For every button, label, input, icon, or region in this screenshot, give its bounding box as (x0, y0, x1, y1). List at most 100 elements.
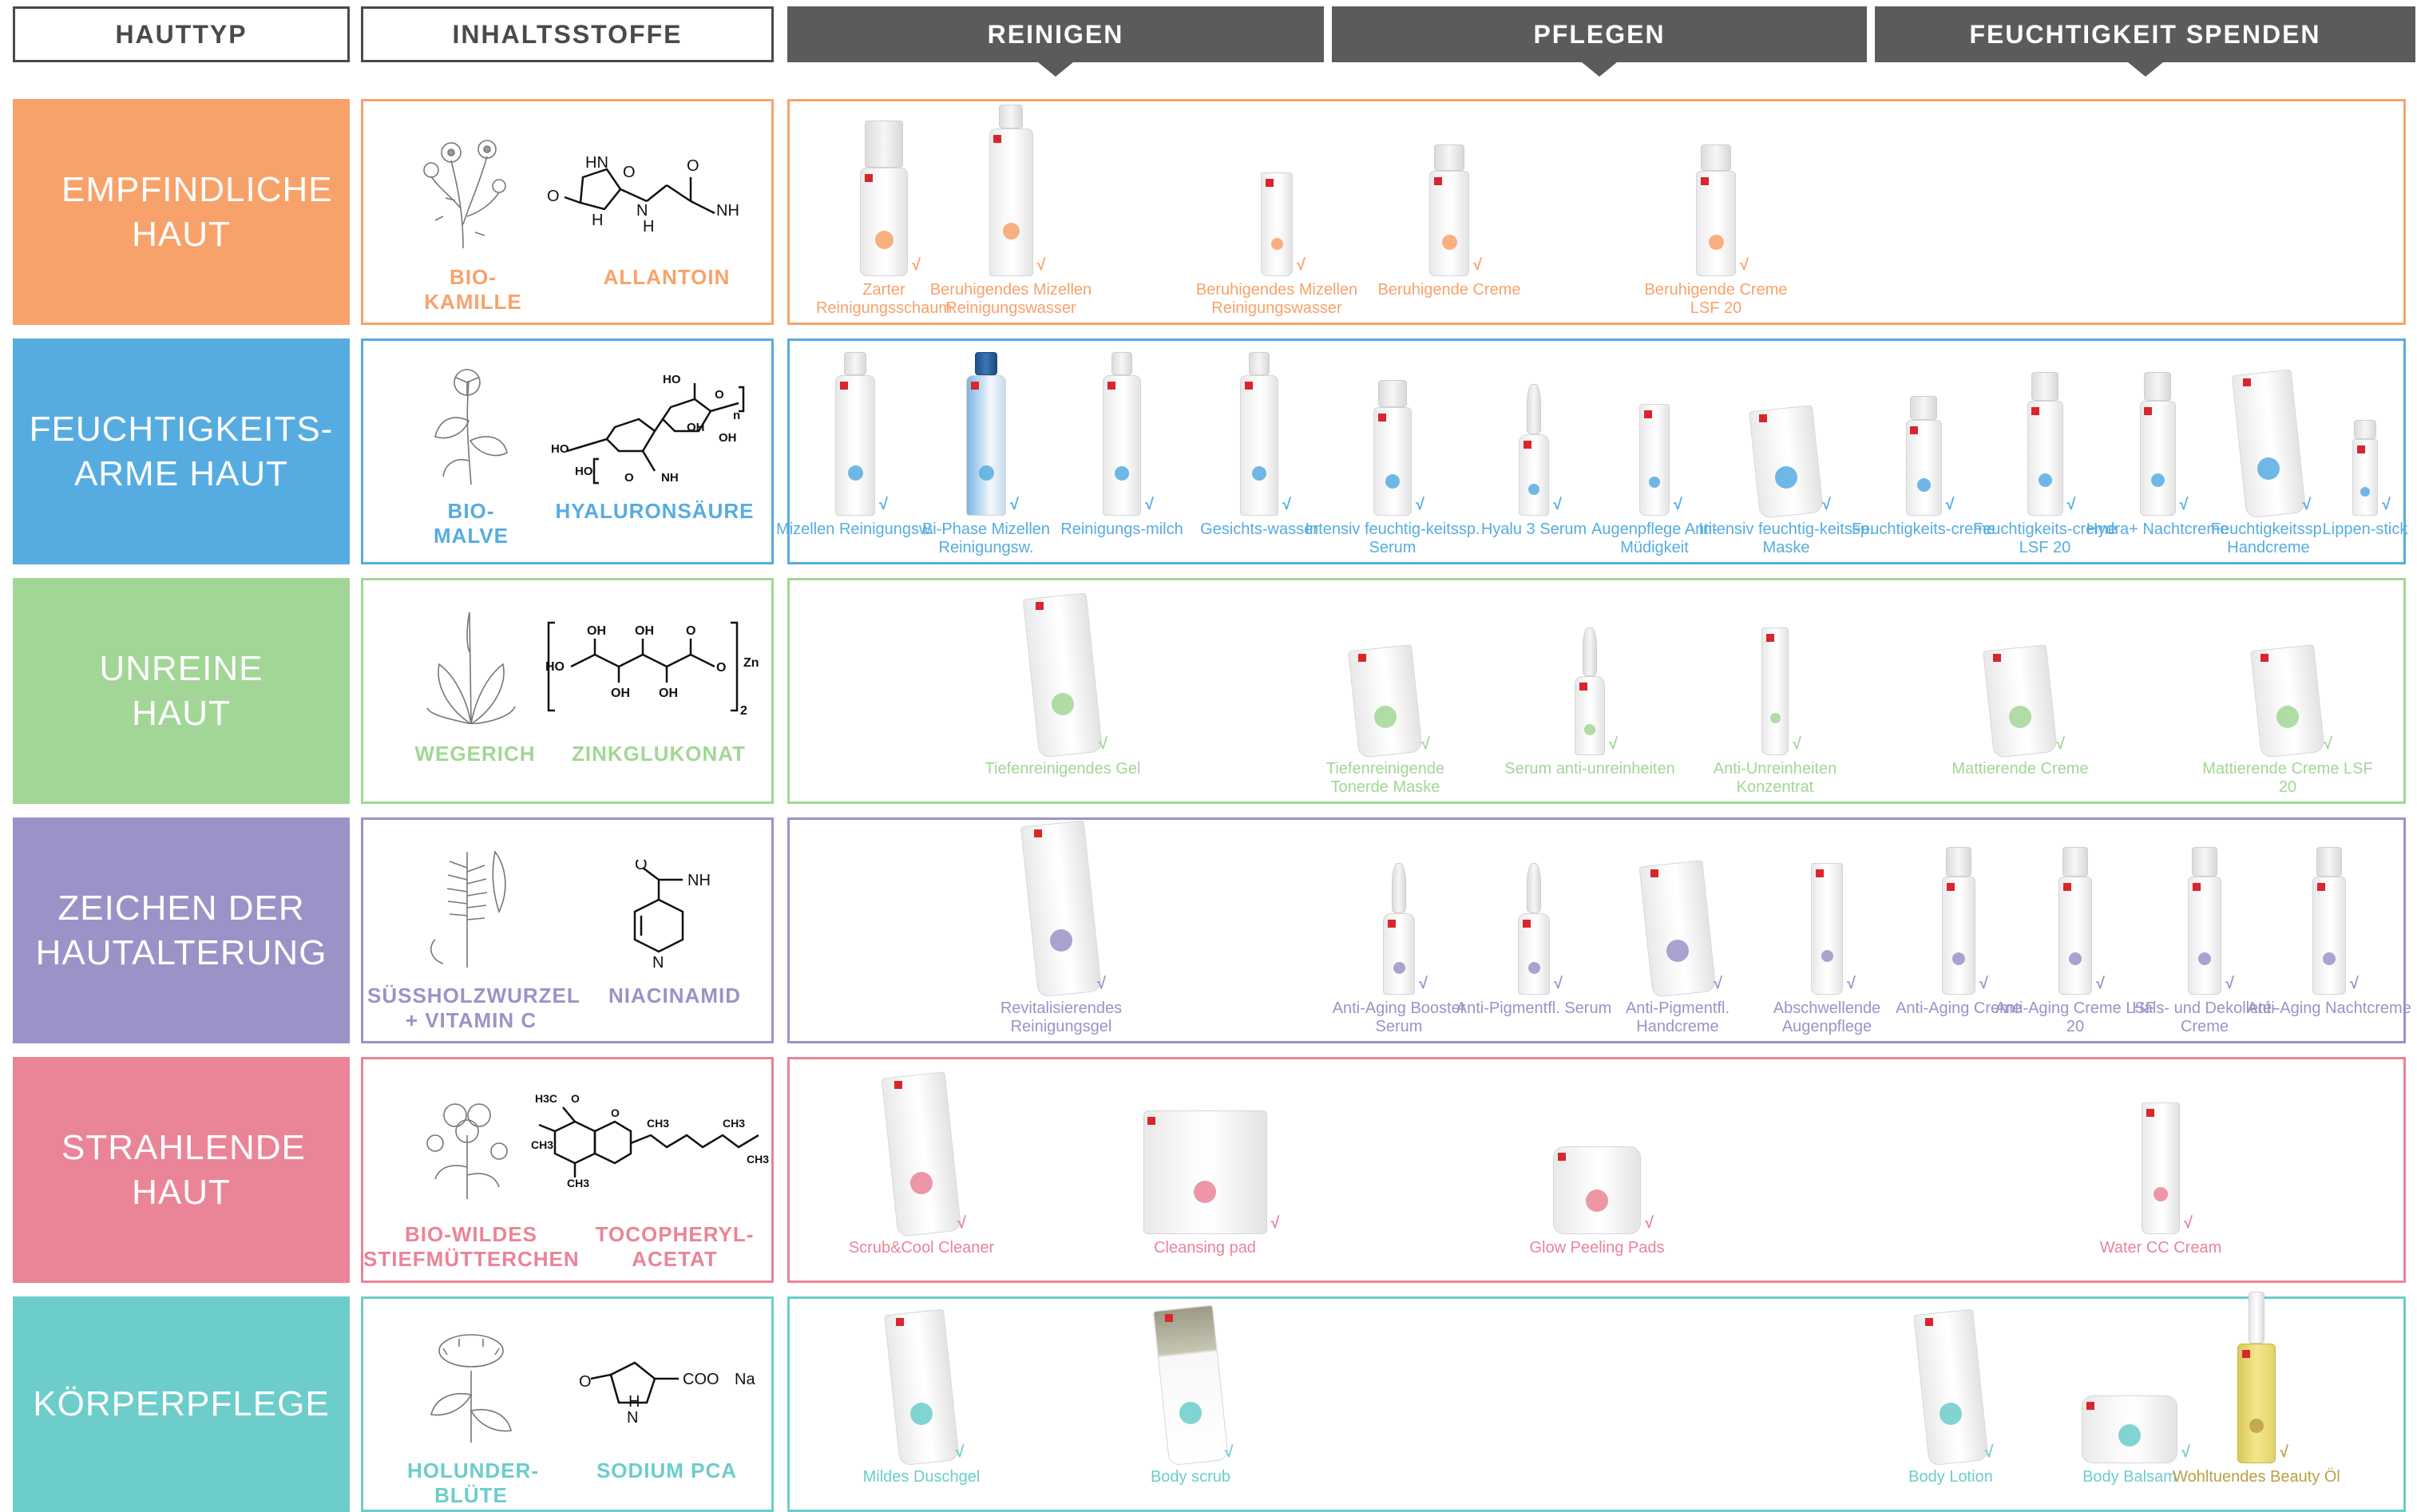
product-item[interactable]: √Hals- und Dekolleté-Creme (2117, 820, 2292, 1041)
vegan-leaf-icon: √ (1645, 1214, 1654, 1232)
product-item[interactable]: √Scrub&Cool Cleaner (834, 1059, 1009, 1280)
product-item[interactable]: √Water CC Cream (2073, 1059, 2249, 1280)
product-cap-shape (1392, 863, 1406, 913)
vegan-leaf-icon: √ (1945, 496, 1955, 513)
svg-text:N: N (652, 954, 664, 972)
product-item[interactable]: √ Gesichts-wasser (1171, 341, 1347, 562)
product-item[interactable]: √Hyalu 3 Serum (1446, 341, 1622, 562)
product-item[interactable]: √Wohltuendes Beauty Öl (2169, 1292, 2344, 1510)
licorice-plant-icon (430, 850, 506, 968)
product-color-dot-icon (2154, 1187, 2168, 1201)
ingredient-1-name: WEGERICH (414, 742, 536, 766)
product-name: Beruhigende Creme LSF 20 (1644, 281, 1788, 317)
product-item[interactable]: √Anti-Aging Nachtcreme (2241, 820, 2417, 1041)
swiss-cross-icon (840, 382, 848, 390)
svg-text:O: O (611, 1106, 620, 1119)
product-item[interactable]: √Reinigungs-milch (1034, 341, 1210, 562)
product-item[interactable]: √Mattierende Creme LSF 20 (2200, 580, 2375, 802)
product-item[interactable]: √Body Lotion (1863, 1299, 2039, 1510)
skin-type-body: KÖRPERPFLEGE (13, 1296, 350, 1512)
product-color-dot-icon (1586, 1189, 1608, 1212)
product-item[interactable]: √Anti-Unreinheiten Konzentrat (1687, 580, 1863, 802)
product-color-dot-icon (1252, 466, 1266, 481)
vegan-leaf-icon: √ (1674, 496, 1682, 513)
svg-text:O: O (623, 164, 636, 181)
product-item[interactable]: √Lippen-stick (2277, 341, 2417, 562)
vegan-leaf-icon: √ (1847, 975, 1856, 992)
product-item[interactable]: √Anti-Aging Booster Serum (1311, 820, 1487, 1041)
product-item[interactable]: √Mildes Duschgel (834, 1299, 1009, 1510)
product-item[interactable]: √Beruhigendes Mizellen Reinigungswasser (923, 101, 1099, 323)
vegan-leaf-icon: √ (912, 256, 921, 274)
product-cap-shape (1378, 380, 1407, 407)
product-item[interactable]: √Bi-Phase Mizellen Reinigungsw. (898, 341, 1074, 562)
product-item[interactable]: √Feuchtigkeitssp. Handcreme (2181, 341, 2356, 562)
product-item[interactable]: √Anti-Aging Creme LSF 20 (1987, 820, 2163, 1041)
product-name: Gesichts-wasser (1200, 520, 1318, 538)
product-item[interactable]: √Revitalisierendes Reinigungsgel (973, 820, 1149, 1041)
product-item[interactable]: √Feuchtigkeits-creme (1836, 341, 2011, 562)
vegan-leaf-icon: √ (955, 1443, 965, 1461)
product-item[interactable]: √Mattierende Creme (1932, 580, 2108, 802)
product-item[interactable]: √Anti-Pigmentfl. Handcreme (1590, 820, 1765, 1041)
product-item[interactable]: √Zarter Reinigungsschaum (796, 101, 972, 323)
product-item[interactable]: √Intensiv feuchtig-keitssp. Serum (1305, 341, 1480, 562)
product-color-dot-icon (1270, 238, 1283, 250)
product-item[interactable]: √Mizellen Reinigungsw. (767, 341, 943, 562)
product-color-dot-icon (1179, 1402, 1202, 1424)
product-image: √ (1367, 863, 1431, 995)
product-container-shape (1575, 676, 1605, 755)
product-container-shape (1022, 592, 1103, 758)
product-container-shape (1912, 1308, 1989, 1466)
product-item[interactable]: √Body scrub (1103, 1299, 1278, 1510)
product-item[interactable]: √Body Balsam (2042, 1299, 2217, 1510)
product-container-shape (2237, 1344, 2276, 1463)
vegan-leaf-icon: √ (1282, 496, 1291, 513)
svg-text:NH: NH (687, 872, 711, 889)
product-item[interactable]: √Feuchtigkeits-creme LSF 20 (1957, 341, 2133, 562)
vegan-leaf-icon: √ (2179, 496, 2189, 513)
product-item[interactable]: √Glow Peeling Pads (1509, 1059, 1685, 1280)
product-color-dot-icon (1821, 950, 1833, 962)
product-item[interactable]: √Serum anti-unreinheiten (1502, 580, 1678, 802)
product-item[interactable]: √Tiefenreinigende Tonerde Maske (1298, 580, 1473, 802)
product-item[interactable]: √Intensiv feuchtig-keitssp. Maske (1698, 341, 1874, 562)
skin-type-sensitive: EMPFINDLICHE HAUT (13, 99, 350, 325)
svg-text:OH: OH (635, 624, 654, 638)
product-container-shape (2312, 877, 2346, 995)
swiss-cross-icon (896, 1318, 904, 1326)
product-item[interactable]: √Beruhigende Creme LSF 20 (1628, 101, 1804, 323)
product-name: Tiefenreinigendes Gel (985, 760, 1141, 778)
product-item[interactable]: √Anti-Pigmentfl. Serum (1446, 820, 1622, 1041)
swiss-cross-icon (2317, 883, 2325, 891)
header-moisturize-label: FEUCHTIGKEIT SPENDEN (1969, 19, 2321, 49)
product-item[interactable]: √Cleansing pad (1117, 1059, 1293, 1280)
product-cap-shape (865, 121, 903, 168)
product-item[interactable]: √Beruhigendes Mizellen Reinigungswasser (1189, 101, 1365, 323)
product-item[interactable]: √Hydra+ Nachtcreme (2070, 341, 2245, 562)
product-name: Beruhigendes Mizellen Reinigungswasser (1195, 281, 1358, 317)
product-name: Scrub&Cool Cleaner (848, 1239, 995, 1257)
product-container-shape (883, 1308, 960, 1466)
product-item[interactable]: √Abschwellende Augenpflege (1739, 820, 1915, 1041)
svg-text:O: O (687, 157, 699, 175)
product-name: Feuchtigkeitssp. Handcreme (2210, 520, 2327, 556)
header-ingredients-label: INHALTSSTOFFE (452, 19, 683, 49)
product-image: √ (1623, 404, 1686, 516)
product-image: √ (2240, 644, 2336, 758)
product-image: √ (1127, 1110, 1283, 1234)
product-cap-shape (1527, 384, 1541, 434)
header-ingredients: INHALTSSTOFFE (361, 6, 774, 62)
product-image: √ (2223, 369, 2315, 519)
product-item[interactable]: √Anti-Aging Creme (1871, 820, 2047, 1041)
product-item[interactable]: √Tiefenreinigendes Gel (975, 580, 1151, 802)
product-color-dot-icon (910, 1172, 933, 1194)
skin-type-label: STRAHLENDE HAUT (61, 1127, 306, 1212)
product-item[interactable]: √Beruhigende Creme (1361, 101, 1537, 323)
product-item[interactable]: √Augenpflege Anti-Müdigkeit (1567, 341, 1742, 562)
product-image: √ (1502, 863, 1566, 995)
svg-text:HO: HO (551, 442, 569, 456)
